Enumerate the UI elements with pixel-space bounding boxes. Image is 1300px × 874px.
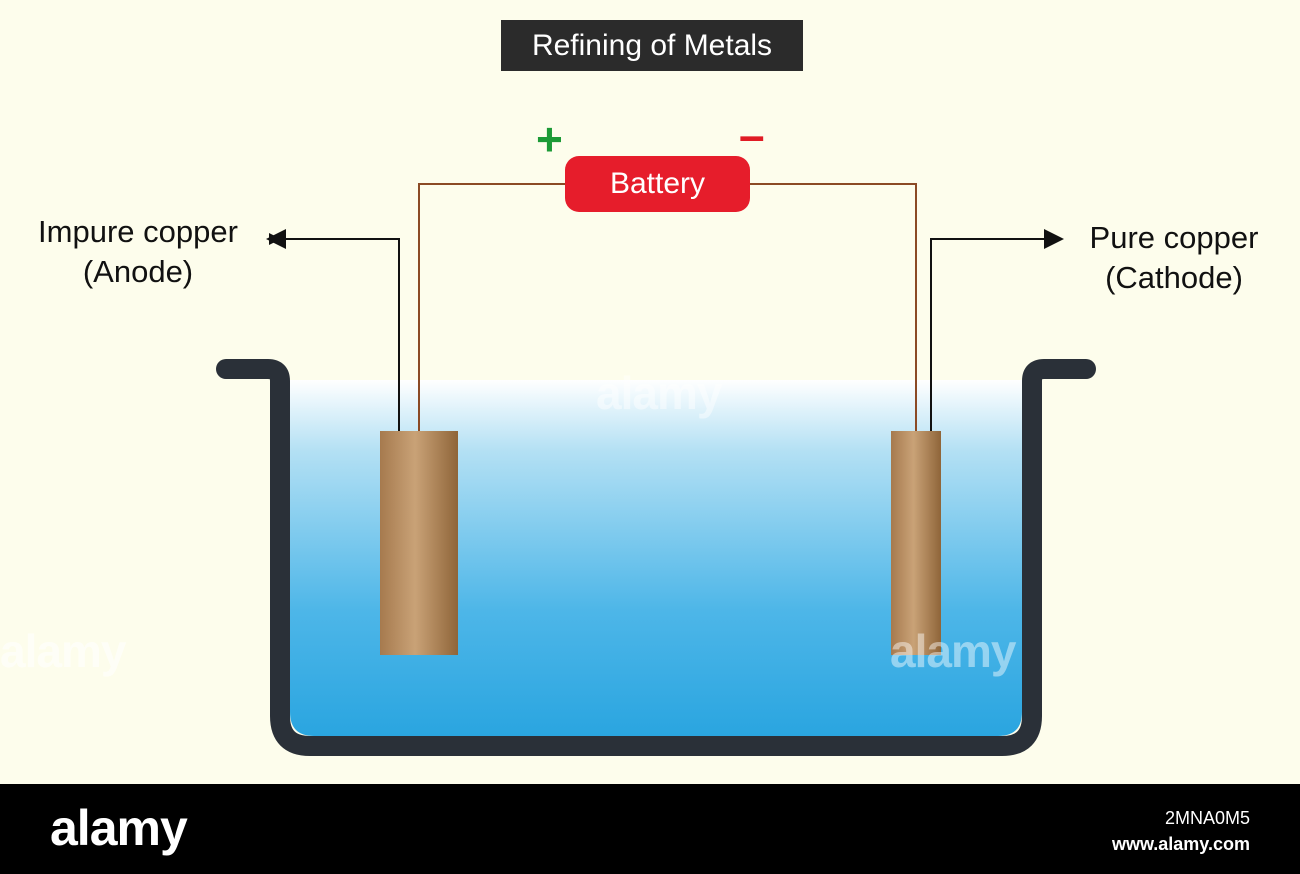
positive-terminal-sign: + xyxy=(536,113,563,165)
watermark: alamy xyxy=(596,367,722,419)
anode-wire xyxy=(418,183,565,432)
negative-terminal-sign: – xyxy=(739,109,765,161)
cathode-wire xyxy=(750,183,917,432)
anode-label-line2: (Anode) xyxy=(82,254,194,289)
cathode-pointer-arrow xyxy=(930,238,1048,432)
cathode-electrode xyxy=(891,431,941,655)
anode-pointer-arrow xyxy=(269,233,400,432)
battery: Battery xyxy=(565,156,750,212)
electrolytic-cell-diagram xyxy=(216,183,1096,756)
anode-electrode xyxy=(380,431,458,655)
watermark: alamy xyxy=(0,625,126,677)
watermark: alamy xyxy=(890,625,1016,677)
tank xyxy=(216,359,1096,756)
image-id: 2MNA0M5 xyxy=(1164,808,1250,828)
cathode-label-line1: Pure copper xyxy=(1089,220,1259,255)
anode-arrowhead xyxy=(266,229,286,249)
cathode-label: Pure copper (Cathode) xyxy=(1068,218,1280,298)
alamy-logo: alamy xyxy=(50,800,188,856)
cathode-arrowhead xyxy=(1044,229,1064,249)
footer-bar: alamy 2MNA0M5 www.alamy.com xyxy=(0,784,1300,874)
anode-label: Impure copper (Anode) xyxy=(10,212,266,292)
footer-url: www.alamy.com xyxy=(1111,834,1250,854)
cathode-label-line2: (Cathode) xyxy=(1105,260,1243,295)
electrolyte-solution xyxy=(290,380,1022,736)
anode-label-line1: Impure copper xyxy=(38,214,238,249)
diagram-title: Refining of Metals xyxy=(501,20,803,71)
